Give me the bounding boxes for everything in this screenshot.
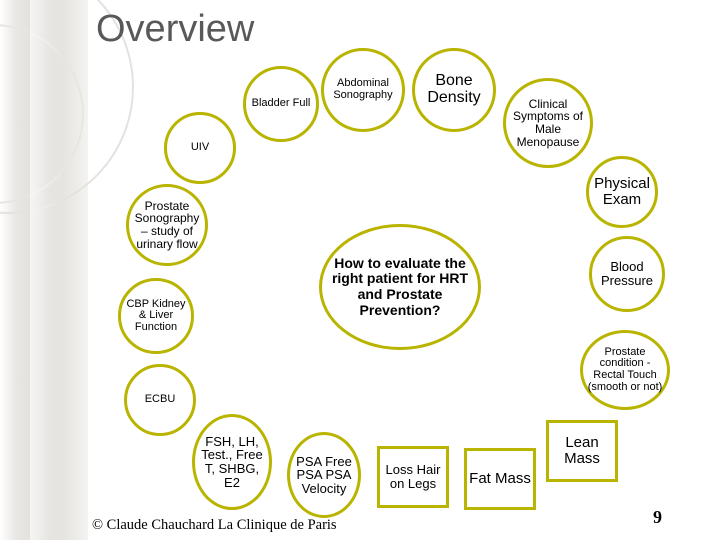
slide-left-decoration [0,0,134,540]
page-number: 9 [653,507,662,527]
center-question-node[interactable]: How to evaluate the right patient for HR… [319,224,481,350]
node-label: Clinical Symptoms of Male Menopause [512,96,584,149]
decorative-sheen [30,0,64,540]
node-loss-hair-on-legs[interactable]: Loss Hair on Legs [377,446,449,508]
node-hormones-panel[interactable]: FSH, LH, Test., Free T, SHBG, E2 [192,414,272,510]
node-uiv[interactable]: UIV [164,112,236,184]
slide-footer: © Claude Chauchard La Clinique de Paris [92,517,337,533]
node-label: Physical Exam [594,175,650,208]
node-label: Prostate condition - Rectal Touch (smoot… [587,345,663,393]
node-physical-exam[interactable]: Physical Exam [586,156,658,228]
node-label: Blood Pressure [600,259,654,288]
node-ecbu[interactable]: ECBU [124,364,196,436]
node-label: Abdominal Sonography [333,77,393,101]
node-psa[interactable]: PSA Free PSA PSA Velocity [287,432,361,518]
node-label: Bone Density [427,72,481,106]
node-label: UIV [190,141,210,154]
node-bone-density[interactable]: Bone Density [412,48,496,132]
node-clinical-symptoms-male-menopause[interactable]: Clinical Symptoms of Male Menopause [503,78,593,168]
node-label: FSH, LH, Test., Free T, SHBG, E2 [201,433,263,490]
node-label: Fat Mass [469,470,531,488]
node-label: CBP Kidney & Liver Function [126,297,186,333]
page-title: Overview [96,8,255,50]
node-prostate-sonography[interactable]: Prostate Sonography – study of urinary f… [126,184,208,266]
node-label: Prostate Sonography – study of urinary f… [134,198,200,251]
node-blood-pressure[interactable]: Blood Pressure [589,236,665,312]
node-label: ECBU [144,393,176,406]
node-label: Lean Mass [564,434,600,467]
node-label: Bladder Full [251,97,311,110]
node-abdominal-sonography[interactable]: Abdominal Sonography [321,48,405,132]
node-fat-mass[interactable]: Fat Mass [464,448,536,510]
node-lean-mass[interactable]: Lean Mass [546,420,618,482]
node-prostate-condition-rectal-touch[interactable]: Prostate condition - Rectal Touch (smoot… [580,330,670,410]
node-label: PSA Free PSA PSA Velocity [296,453,352,496]
node-cbp-kidney-liver-function[interactable]: CBP Kidney & Liver Function [118,278,194,354]
node-label: Loss Hair on Legs [385,462,441,491]
center-node-label: How to evaluate the right patient for HR… [331,254,469,318]
node-bladder-full[interactable]: Bladder Full [243,66,319,142]
